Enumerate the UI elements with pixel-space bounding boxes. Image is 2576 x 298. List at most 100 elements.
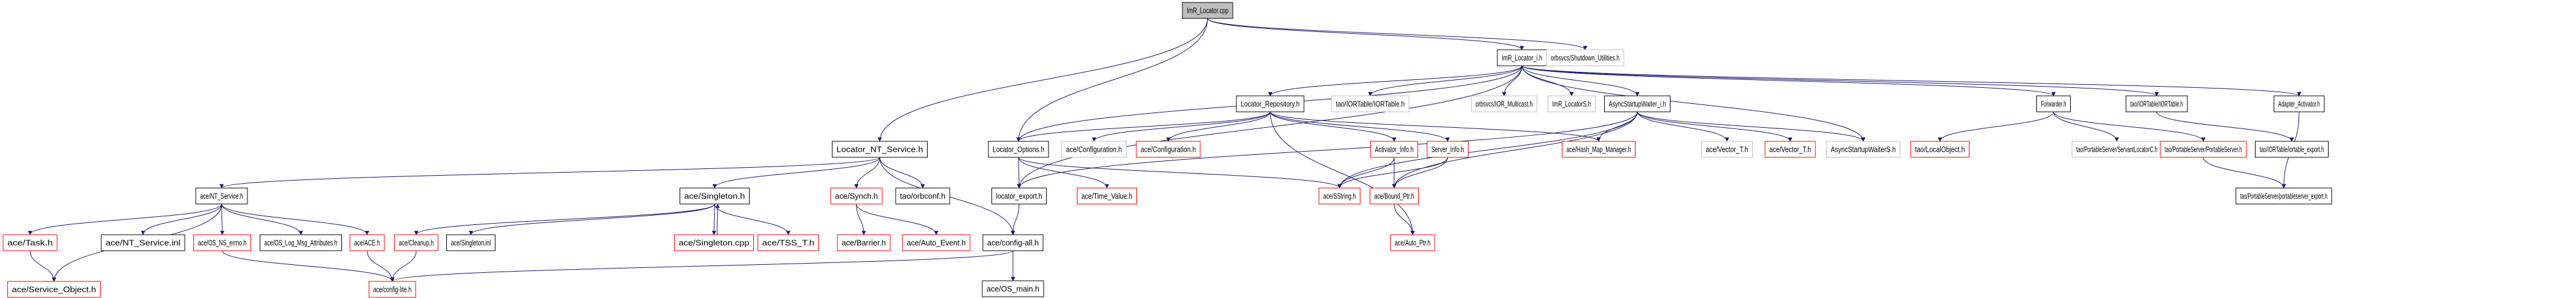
node-box[interactable] [982,280,1044,297]
node-box[interactable] [830,187,883,205]
node-iortable-export[interactable]: tao/IORTable/iortable_export.h [2255,141,2329,158]
node-service-object[interactable]: ace/Service_Object.h [7,281,101,298]
node-box[interactable] [1911,141,1969,158]
node-box[interactable] [902,234,971,251]
node-box[interactable] [2160,141,2247,158]
node-task[interactable]: ace/Task.h [2,234,58,251]
node-sstring[interactable]: ace/SString.h [1319,187,1360,205]
node-box[interactable] [991,187,1047,205]
node-box[interactable] [2235,187,2332,205]
node-box[interactable] [988,141,1049,158]
node-servant-locator[interactable]: tao/PortableServer/ServantLocatorC.h [2071,141,2162,158]
node-box[interactable] [1370,141,1418,158]
node-box[interactable] [680,187,750,205]
node-portable-server[interactable]: tao/PortableServer/PortableServer.h [2160,141,2247,158]
node-box[interactable] [837,234,891,251]
node-box[interactable] [394,234,438,251]
node-pserver-export[interactable]: tao/PortableServer/portableserver_export… [2235,187,2332,205]
node-box[interactable] [1471,95,1537,112]
node-box[interactable] [674,234,754,251]
node-box[interactable] [1370,187,1419,205]
node-box[interactable] [832,141,928,158]
node-config-red[interactable]: ace/Configuration.h [1136,141,1201,158]
node-box[interactable] [193,234,251,251]
node-ior-multicast[interactable]: orbsvcs/IOR_Multicast.h [1471,95,1537,112]
node-locator-repository[interactable]: Locator_Repository.h [1236,95,1305,112]
node-config-lite[interactable]: ace/config-lite.h [368,281,416,298]
node-box[interactable] [2125,95,2188,112]
node-auto-event[interactable]: ace/Auto_Event.h [902,234,971,251]
node-vector-gray[interactable]: ace/Vector_T.h [1701,141,1753,158]
node-box[interactable] [758,234,819,251]
node-locator-nt-service[interactable]: Locator_NT_Service.h [832,141,928,158]
node-box[interactable] [1390,234,1435,251]
node-box[interactable] [2,234,58,251]
node-bound-ptr[interactable]: ace/Bound_Ptr.h [1370,187,1419,205]
node-config-all[interactable]: ace/config-all.h [982,234,1044,251]
node-auto-ptr[interactable]: ace/Auto_Ptr.h [1390,234,1435,251]
node-shutdown-util[interactable]: orbsvcs/Shutdown_Utilities.h [1546,49,1624,66]
node-synch[interactable]: ace/Synch.h [830,187,883,205]
node-locator-export[interactable]: locator_export.h [991,187,1047,205]
node-os-main[interactable]: ace/OS_main.h [982,280,1044,297]
node-box[interactable] [1236,95,1305,112]
node-iortable-b[interactable]: tao/IORTable/IORTable.h [2125,95,2188,112]
node-box[interactable] [2036,95,2071,112]
node-hash-map[interactable]: ace/Hash_Map_Manager.h [1562,141,1635,158]
node-box[interactable] [1182,2,1233,19]
node-tss-t[interactable]: ace/TSS_T.h [758,234,819,251]
node-box[interactable] [7,281,101,298]
node-imr-locator-i[interactable]: ImR_Locator_i.h [1497,49,1547,66]
node-time-value[interactable]: ace/Time_Value.h [1077,187,1137,205]
node-os-log-msg[interactable]: ace/OS_Log_Msg_Attributes.h [260,234,342,251]
node-box[interactable] [446,234,495,251]
node-box[interactable] [1701,141,1753,158]
node-orbconf[interactable]: tao/orbconf.h [895,187,950,205]
node-box[interactable] [1764,141,1816,158]
node-box[interactable] [1427,141,1468,158]
node-singleton-cpp[interactable]: ace/Singleton.cpp [674,234,754,251]
node-box[interactable] [1319,187,1360,205]
node-activator-info[interactable]: Activator_Info.h [1370,141,1418,158]
node-vector-red[interactable]: ace/Vector_T.h [1764,141,1816,158]
node-root[interactable]: ImR_Locator.cpp [1182,2,1233,19]
node-os-ns-errno[interactable]: ace/OS_NS_errno.h [193,234,251,251]
node-singleton-h[interactable]: ace/Singleton.h [680,187,750,205]
node-box[interactable] [982,234,1044,251]
node-config-gray[interactable]: ace/Configuration.h [1061,141,1127,158]
node-nt-service-inl[interactable]: ace/NT_Service.inl [101,234,185,251]
node-box[interactable] [349,234,385,251]
node-local-object[interactable]: tao/LocalObject.h [1911,141,1969,158]
node-cleanup[interactable]: ace/Cleanup.h [394,234,438,251]
node-server-info[interactable]: Server_Info.h [1427,141,1468,158]
node-ace-h[interactable]: ace/ACE.h [349,234,385,251]
node-box[interactable] [1061,141,1127,158]
node-box[interactable] [1548,95,1596,112]
node-box[interactable] [1604,95,1670,112]
node-box[interactable] [1077,187,1137,205]
node-forwarder[interactable]: Forwarder.h [2036,95,2071,112]
node-box[interactable] [1497,49,1547,66]
node-singleton-inl[interactable]: ace/Singleton.inl [446,234,495,251]
node-adapter-activator[interactable]: Adapter_Activator.h [2273,95,2325,112]
node-imr-locators[interactable]: ImR_LocatorS.h [1548,95,1596,112]
node-locator-options[interactable]: Locator_Options.h [988,141,1049,158]
node-box[interactable] [1546,49,1624,66]
node-async-waiters[interactable]: AsyncStartupWaiterS.h [1826,141,1901,158]
node-box[interactable] [101,234,185,251]
node-box[interactable] [260,234,342,251]
node-box[interactable] [2255,141,2329,158]
node-box[interactable] [1826,141,1901,158]
node-barrier[interactable]: ace/Barrier.h [837,234,891,251]
node-async-waiter[interactable]: AsyncStartupWaiter_i.h [1604,95,1670,112]
node-box[interactable] [895,187,950,205]
node-box[interactable] [1562,141,1635,158]
node-box[interactable] [1331,95,1410,112]
node-box[interactable] [2273,95,2325,112]
node-box[interactable] [368,281,416,298]
node-nt-service[interactable]: ace/NT_Service.h [195,187,248,205]
edge-locator_options-to-locator_export [1017,157,1022,189]
node-box[interactable] [195,187,248,205]
node-box[interactable] [1136,141,1201,158]
node-iortable-a[interactable]: tao/IORTable/IORTable.h [1331,95,1410,112]
